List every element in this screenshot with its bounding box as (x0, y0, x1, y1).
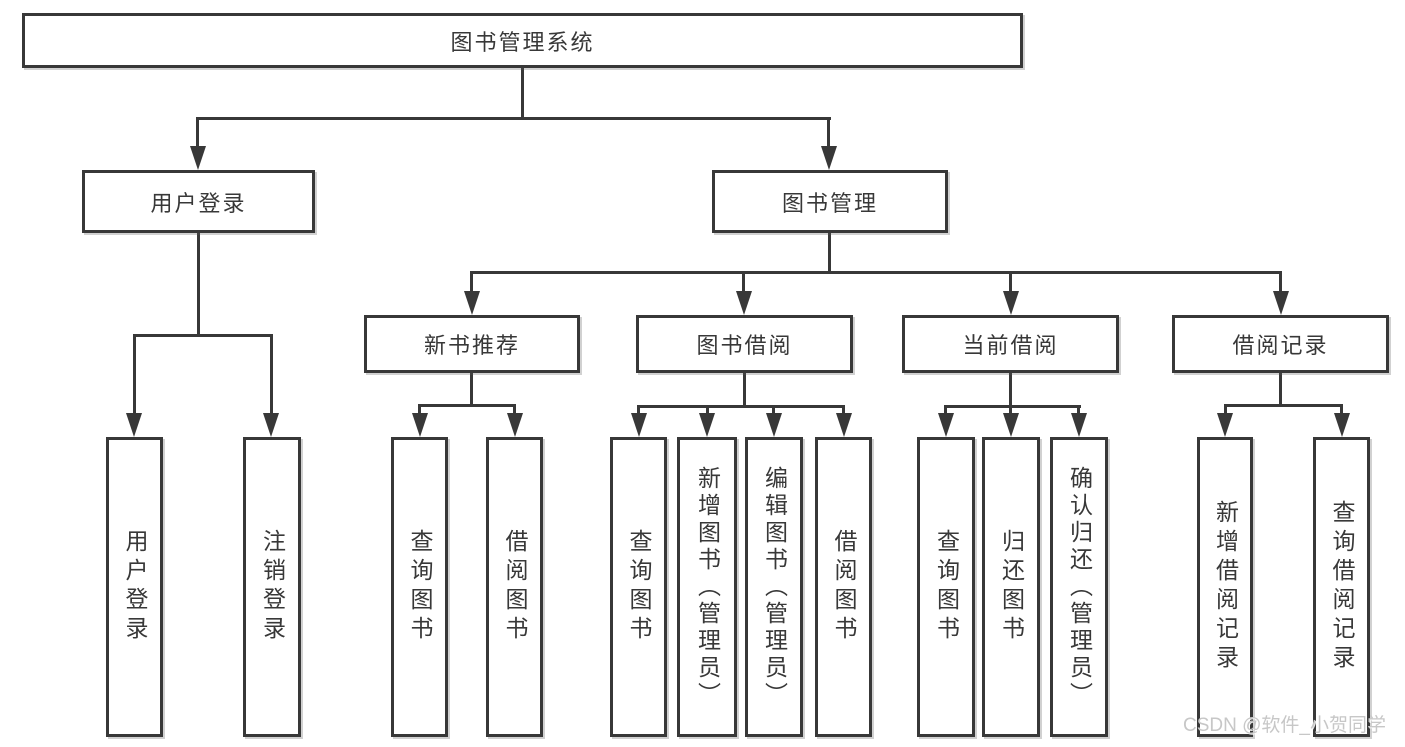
leaf-bb-edit-book-admin: 编辑图书（管理员） (745, 437, 803, 737)
edge-line (637, 405, 640, 416)
edge-line (521, 68, 524, 118)
edge-line (196, 117, 831, 120)
edge-line (742, 271, 745, 295)
edge-line (944, 405, 1081, 408)
node-library-system: 图书管理系统 (22, 13, 1023, 68)
arrowhead-icon (263, 413, 279, 437)
edge-line (827, 117, 830, 149)
edge-line (944, 405, 947, 416)
leaf-nb-query-book: 查询图书 (391, 437, 448, 737)
leaf-bb-borrow-book: 借阅图书 (815, 437, 872, 737)
node-new-book-recommend: 新书推荐 (364, 315, 580, 373)
arrowhead-icon (938, 413, 954, 437)
edge-line (513, 404, 516, 416)
edge-line (772, 405, 775, 416)
node-book-borrow: 图书借阅 (636, 315, 853, 373)
edge-line (1009, 271, 1012, 295)
leaf-user-login: 用户登录 (106, 437, 163, 737)
edge-line (828, 233, 831, 273)
arrowhead-icon (1003, 413, 1019, 437)
arrowhead-icon (821, 146, 837, 170)
edge-line (706, 405, 709, 416)
edge-line (1077, 405, 1080, 416)
leaf-nb-borrow-book: 借阅图书 (486, 437, 543, 737)
node-book-management: 图书管理 (712, 170, 948, 233)
arrowhead-icon (1003, 291, 1019, 315)
edge-line (270, 334, 273, 415)
edge-line (133, 334, 136, 415)
edge-line (637, 405, 845, 408)
leaf-br-add-record: 新增借阅记录 (1197, 437, 1253, 737)
arrowhead-icon (766, 413, 782, 437)
arrowhead-icon (736, 291, 752, 315)
arrowhead-icon (1273, 291, 1289, 315)
edge-line (743, 373, 746, 407)
arrowhead-icon (464, 291, 480, 315)
edge-line (470, 271, 473, 295)
arrowhead-icon (1071, 413, 1087, 437)
edge-line (133, 334, 273, 337)
node-user-login: 用户登录 (82, 170, 315, 233)
edge-line (1009, 405, 1012, 416)
edge-line (197, 233, 200, 336)
edge-line (418, 404, 516, 407)
arrowhead-icon (631, 413, 647, 437)
edge-line (842, 405, 845, 416)
leaf-bb-query-book: 查询图书 (610, 437, 667, 737)
edge-line (1279, 373, 1282, 406)
arrowhead-icon (412, 413, 428, 437)
arrowhead-icon (699, 413, 715, 437)
edge-line (1340, 404, 1343, 416)
arrowhead-icon (507, 413, 523, 437)
leaf-br-query-record: 查询借阅记录 (1313, 437, 1370, 737)
leaf-cb-confirm-return-admin: 确认归还（管理员） (1050, 437, 1108, 737)
leaf-logout: 注销登录 (243, 437, 301, 737)
edge-line (418, 404, 421, 416)
arrowhead-icon (1334, 413, 1350, 437)
arrowhead-icon (1217, 413, 1233, 437)
edge-line (470, 271, 1282, 274)
edge-line (1279, 271, 1282, 295)
leaf-cb-query-book: 查询图书 (917, 437, 975, 737)
csdn-watermark: CSDN @软件_小贺同学 (1183, 715, 1386, 736)
arrowhead-icon (190, 146, 206, 170)
node-borrow-records: 借阅记录 (1172, 315, 1389, 373)
arrowhead-icon (126, 413, 142, 437)
edge-line (470, 373, 473, 406)
leaf-cb-return-book: 归还图书 (982, 437, 1040, 737)
edge-line (196, 117, 199, 149)
edge-line (1009, 373, 1012, 407)
node-current-borrow: 当前借阅 (902, 315, 1119, 373)
leaf-bb-add-book-admin: 新增图书（管理员） (677, 437, 737, 737)
edge-line (1224, 404, 1227, 416)
arrowhead-icon (836, 413, 852, 437)
edge-line (1224, 404, 1343, 407)
